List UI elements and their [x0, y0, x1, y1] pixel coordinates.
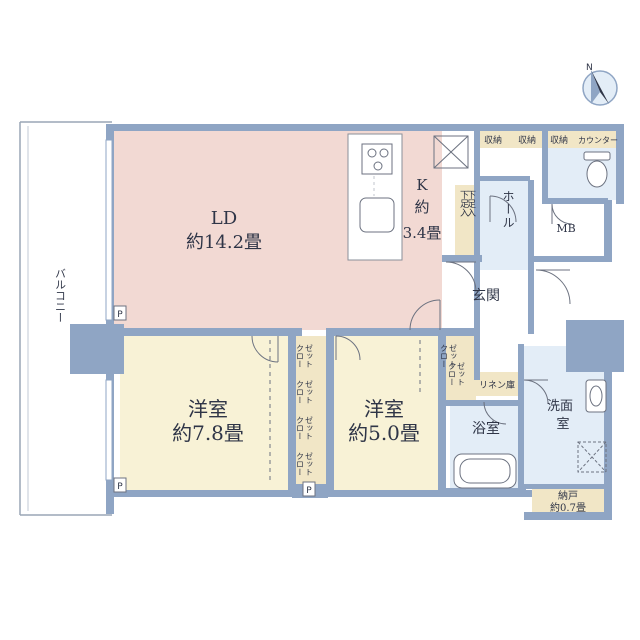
bath-label: 浴室: [472, 420, 500, 437]
bedroom1-name: 洋室: [188, 397, 228, 421]
entrance-label: 玄関: [472, 287, 500, 304]
p-marker-closet: P: [306, 486, 312, 496]
kitchen-name: K: [416, 176, 428, 194]
shoebox-label-b: 下足入: [465, 190, 476, 217]
kitchen-counter: [347, 133, 403, 261]
bedroom2-size: 約5.0畳: [348, 421, 420, 445]
hall-label: ホール: [501, 190, 515, 229]
closets-bed2-floor: [442, 336, 476, 400]
windows: [105, 139, 113, 481]
bedroom2-floor: [330, 336, 438, 494]
bedroom1-size: 約7.8畳: [172, 421, 244, 445]
bedroom1-floor: [120, 336, 292, 494]
closet-side: クローゼット: [448, 362, 466, 386]
closet-bed1-2-line: ゼット: [305, 416, 314, 440]
storage-floor: [532, 488, 608, 514]
p-marker-ld: P: [117, 310, 123, 320]
hall-floor: [476, 180, 528, 270]
doors: [251, 195, 573, 484]
closet-bed1-0: クローゼット: [296, 344, 314, 368]
compass-icon: N: [582, 63, 618, 106]
shuno-floor: [476, 130, 574, 148]
sink-icon: [359, 197, 395, 233]
mb-label: MB: [556, 222, 575, 235]
p-marker-bed1: P: [117, 482, 123, 492]
closet-labels: クローゼットクローゼットクローゼットクローゼットクローゼットクローゼット: [296, 344, 466, 476]
wash-basin-icon: [585, 379, 607, 413]
bedroom2-name: 洋室: [364, 397, 404, 421]
closet-bed1-3-line: ゼット: [305, 452, 314, 476]
p-markers: [113, 305, 316, 497]
closet-bed1-2-line: クロー: [296, 416, 305, 440]
shuno-label-2: 収納: [518, 134, 536, 146]
shuno-label-3: 収納: [550, 134, 568, 146]
closet-side-line: ゼット: [457, 362, 466, 386]
closets-bed1-floor: [292, 336, 326, 486]
closet-top-line: クロー: [440, 344, 449, 368]
closet-bed1-0-line: クロー: [296, 344, 305, 368]
closet-bed1-0-line: ゼット: [305, 344, 314, 368]
counter-floor: [574, 130, 618, 148]
stove-icon: [361, 143, 393, 175]
linen-label: リネン庫: [479, 379, 515, 391]
shoebox-label-a: 下足入: [458, 190, 469, 217]
closet-bed1-3: クローゼット: [296, 452, 314, 476]
ld-size: 約14.2畳: [186, 232, 262, 253]
balcony-label: バルコニー: [54, 268, 67, 323]
kitchen-size-1: 約: [414, 198, 429, 216]
closet-bed1-3-line: クロー: [296, 452, 305, 476]
svg-text:N: N: [586, 63, 593, 73]
closet-side-line: クロー: [448, 362, 457, 386]
ld-name: LD: [211, 208, 237, 229]
counter-label: カウンター: [578, 136, 618, 145]
kitchen-size-2: 3.4畳: [403, 224, 442, 242]
bathtub-icon: [453, 453, 517, 489]
linen-floor: [476, 372, 518, 396]
fridge-space: [433, 135, 469, 169]
shuno-label-1: 収納: [484, 134, 502, 146]
closet-bed1-1: クローゼット: [296, 380, 314, 404]
closet-bed1-1-line: ゼット: [305, 380, 314, 404]
washing-machine-icon: [577, 441, 607, 473]
washroom-label-2: 室: [556, 416, 569, 432]
toilet-icon: [583, 151, 611, 188]
closet-top-line: ゼット: [449, 344, 458, 368]
storage-name: 納戸: [558, 489, 578, 502]
storage-size: 約0.7畳: [550, 501, 586, 514]
closet-bed1-2: クローゼット: [296, 416, 314, 440]
balcony: [19, 121, 112, 516]
closet-bed1-1-line: クロー: [296, 380, 305, 404]
closet-top: クローゼット: [440, 344, 458, 368]
washroom-label-1: 洗面: [547, 399, 573, 414]
